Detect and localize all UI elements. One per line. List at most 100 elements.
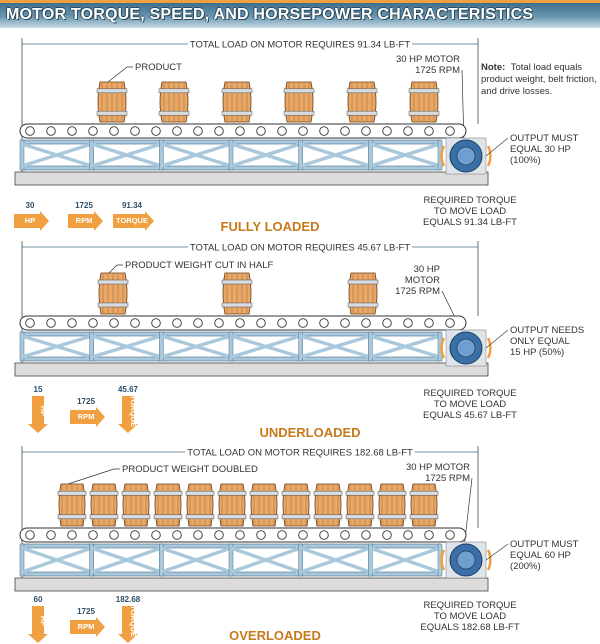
required-torque-label: REQUIRED TORQUE: [423, 195, 516, 206]
belt-roller: [151, 318, 161, 328]
barrel-hoop: [217, 490, 247, 496]
torque-arrow-shape: [118, 606, 138, 643]
hp-arrow-shape: [14, 211, 49, 231]
barrel-hoop: [153, 514, 183, 520]
barrel-icon: [158, 81, 190, 123]
rotation-arrow-icon: [440, 337, 446, 359]
belt-roller: [109, 530, 119, 540]
truss-post: [159, 331, 164, 362]
truss-post: [368, 139, 373, 171]
belt-roller: [88, 530, 98, 540]
rpm-arrow-label: RPM: [78, 412, 95, 421]
motor-hub: [456, 338, 476, 358]
rpm-arrow-value: 1725: [75, 201, 93, 210]
hp-arrow-label: HP: [25, 216, 35, 225]
output-label: (200%): [510, 561, 541, 572]
output-label: EQUAL 30 HP: [510, 144, 571, 155]
torque-arrow-label: TORQUE: [116, 216, 148, 225]
truss-post: [89, 331, 94, 362]
product-leader-line: [67, 468, 120, 485]
output-label: (100%): [510, 155, 541, 166]
barrel-hoop: [153, 490, 183, 496]
truss-brace: [369, 546, 441, 574]
hp-arrow-value: 15: [34, 385, 43, 394]
torque-arrow-value: 182.68: [116, 595, 141, 604]
belt-roller: [151, 126, 161, 136]
belt-roller: [193, 126, 203, 136]
truss-post: [228, 331, 234, 362]
belt-roller: [67, 530, 77, 540]
truss-brace: [300, 334, 371, 359]
belt-roller: [403, 318, 413, 328]
belt-roller: [46, 318, 56, 328]
barrel-hoop: [185, 514, 215, 520]
required-torque-label: TO MOVE LOAD: [434, 611, 506, 622]
truss-brace: [369, 334, 441, 359]
barrel-hoop: [96, 88, 128, 94]
truss-brace: [369, 142, 441, 168]
barrel-hoop: [377, 490, 407, 496]
section-fully-loaded: TOTAL LOAD ON MOTOR REQUIRES 91.34 LB-FT…: [14, 37, 579, 234]
barrel-hoop: [221, 279, 253, 285]
torque-arrow-shape: [113, 211, 154, 231]
torque-arrow-label: TORQUE: [129, 395, 138, 427]
rpm-arrow-shape: [70, 617, 105, 637]
torque-arrow-label: TORQUE: [129, 605, 138, 637]
barrel-hoop: [57, 490, 87, 496]
barrel-hoop: [96, 110, 128, 116]
truss-post: [159, 139, 164, 171]
page-title: MOTOR TORQUE, SPEED, AND HORSEPOWER CHAR…: [6, 6, 534, 23]
dimension-label: TOTAL LOAD ON MOTOR REQUIRES 45.67 LB-FT: [190, 243, 411, 254]
truss-post: [89, 543, 94, 577]
barrel-icon: [221, 272, 253, 315]
motor-label: MOTOR: [405, 275, 440, 286]
belt-roller: [382, 126, 392, 136]
output-label: ONLY EQUAL: [510, 336, 570, 347]
truss-brace: [160, 334, 232, 359]
belt-roller: [214, 318, 224, 328]
dimension-label: TOTAL LOAD ON MOTOR REQUIRES 182.68 LB-F…: [187, 448, 413, 459]
truss-post: [19, 543, 25, 577]
belt-roller: [382, 318, 392, 328]
truss-brace: [21, 142, 93, 168]
belt-roller: [25, 318, 35, 328]
truss-post: [228, 139, 234, 171]
barrel-icon: [153, 483, 183, 527]
truss-post: [89, 139, 94, 171]
rotation-arrow-icon: [486, 337, 492, 359]
truss-post: [298, 331, 303, 362]
belt-roller: [25, 530, 35, 540]
belt-roller: [445, 126, 455, 136]
note-line-2: product weight, belt friction,: [481, 74, 597, 85]
barrel-hoop: [249, 490, 279, 496]
hp-arrow-label: HP: [39, 616, 48, 626]
load-state-label: OVERLOADED: [229, 628, 321, 643]
truss-brace: [230, 142, 302, 168]
barrel-hoop: [221, 88, 253, 94]
note-line-3: and drive losses.: [481, 86, 552, 97]
barrel-hoop: [89, 514, 119, 520]
note-text: Note: Total load equals product weight, …: [481, 62, 599, 97]
note-bold: Note:: [481, 62, 505, 73]
belt-roller: [361, 318, 371, 328]
barrel-icon: [313, 483, 343, 527]
barrel-icon: [89, 483, 119, 527]
barrel-hoop: [221, 302, 253, 308]
rpm-arrow-shape: [68, 211, 103, 231]
truss-brace: [230, 546, 302, 574]
belt-roller: [193, 318, 203, 328]
belt-roller: [214, 126, 224, 136]
truss-post: [228, 543, 234, 577]
truss-post: [368, 543, 373, 577]
belt-roller: [46, 530, 56, 540]
title-bar: MOTOR TORQUE, SPEED, AND HORSEPOWER CHAR…: [0, 0, 600, 28]
barrel-hoop: [283, 110, 315, 116]
barrel-hoop: [283, 88, 315, 94]
belt-roller: [298, 530, 308, 540]
barrel-hoop: [409, 490, 439, 496]
